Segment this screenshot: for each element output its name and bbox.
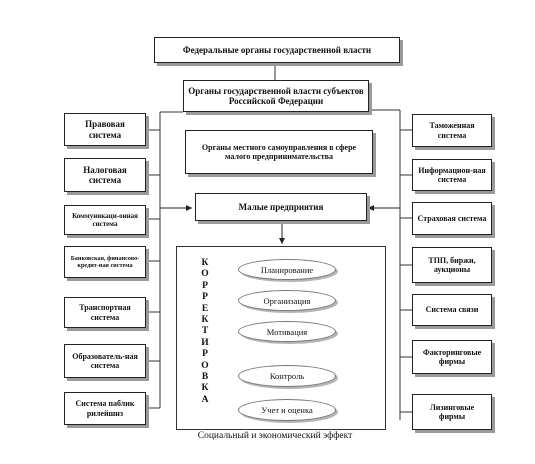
correction-letter: Т [201, 326, 209, 337]
federal-authorities-box: Федеральные органы государственной власт… [154, 37, 400, 63]
left-box-label: Транспортная система [79, 303, 131, 322]
step-control: Контроль [238, 365, 336, 387]
correction-letter: О [201, 269, 209, 280]
correction-letter: И [201, 337, 209, 348]
left-box-transport: Транспортная система [64, 297, 146, 328]
left-box-label: Образователь-ная система [72, 351, 138, 370]
correction-letter: В [201, 372, 209, 383]
correction-vertical-label: К О Р Р Е К Т И Р О В К А [198, 258, 212, 406]
right-box-factoring: Факторинговые фирмы [412, 340, 492, 374]
regional-authorities-label: Органы государственной власти субъектов … [188, 85, 364, 106]
left-box-education: Образователь-ная система [64, 344, 146, 378]
step-planning-label: Планирование [260, 264, 314, 275]
right-box-label: Таможенная система [429, 121, 475, 140]
left-box-label: Система паблик рилейшнз [75, 399, 135, 418]
correction-letter: К [201, 315, 209, 326]
correction-letter: К [201, 383, 209, 394]
right-box-label: ТПП, биржи, аукционы [428, 255, 476, 274]
left-box-label: Налоговая система [83, 164, 127, 185]
step-control-label: Контроль [269, 371, 305, 381]
small-enterprises-box: Малые предприятия [195, 193, 367, 221]
correction-letter: О [201, 360, 209, 371]
step-motivation-label: Мотивация [266, 326, 308, 337]
left-box-label: Правовая система [85, 119, 125, 140]
correction-letter: Е [201, 303, 209, 314]
correction-letter: Р [202, 292, 208, 303]
correction-letter: Р [202, 349, 208, 360]
right-box-communications: Система связи [412, 294, 492, 326]
step-accounting: Учет и оценка [238, 399, 336, 421]
right-box-customs: Таможенная система [412, 114, 492, 147]
left-box-tax: Налоговая система [64, 158, 146, 192]
right-box-label: Информацион-ная система [418, 165, 486, 184]
right-box-information: Информацион-ная система [412, 159, 492, 191]
left-box-legal: Правовая система [64, 113, 146, 146]
left-box-label: Коммуникаци-онная система [72, 211, 138, 228]
step-organization-label: Организация [263, 295, 311, 306]
left-box-label: Банковская, финансово-кредит-ная система [70, 254, 140, 269]
right-box-label: Факторинговые фирмы [422, 347, 482, 366]
left-box-banking: Банковская, финансово-кредит-ная система [64, 246, 146, 278]
effect-caption: Социальный и экономический эффект [197, 431, 353, 441]
right-box-insurance: Страховая система [412, 202, 492, 235]
small-enterprises-label: Малые предприятия [238, 201, 324, 212]
step-planning: Планирование [238, 259, 336, 280]
correction-letter: Р [202, 280, 208, 291]
step-organization: Организация [238, 290, 336, 311]
local-government-label: Органы местного самоуправления в сфере м… [201, 142, 357, 161]
correction-letter: А [201, 394, 209, 405]
federal-authorities-label: Федеральные органы государственной власт… [182, 44, 372, 55]
regional-authorities-box: Органы государственной власти субъектов … [183, 80, 369, 112]
right-box-label: Система связи [425, 305, 479, 315]
step-accounting-label: Учет и оценка [261, 405, 313, 415]
step-motivation: Мотивация [238, 321, 336, 342]
left-box-public-relations: Система паблик рилейшнз [64, 392, 146, 425]
right-box-label: Страховая система [417, 213, 487, 223]
correction-letter: К [201, 258, 209, 268]
local-government-box: Органы местного самоуправления в сфере м… [185, 130, 373, 174]
right-box-label: Лизинговые фирмы [429, 402, 475, 421]
right-box-chambers-exchanges: ТПП, биржи, аукционы [412, 247, 492, 283]
right-box-leasing: Лизинговые фирмы [412, 394, 492, 430]
left-box-communication: Коммуникаци-онная система [64, 205, 146, 235]
